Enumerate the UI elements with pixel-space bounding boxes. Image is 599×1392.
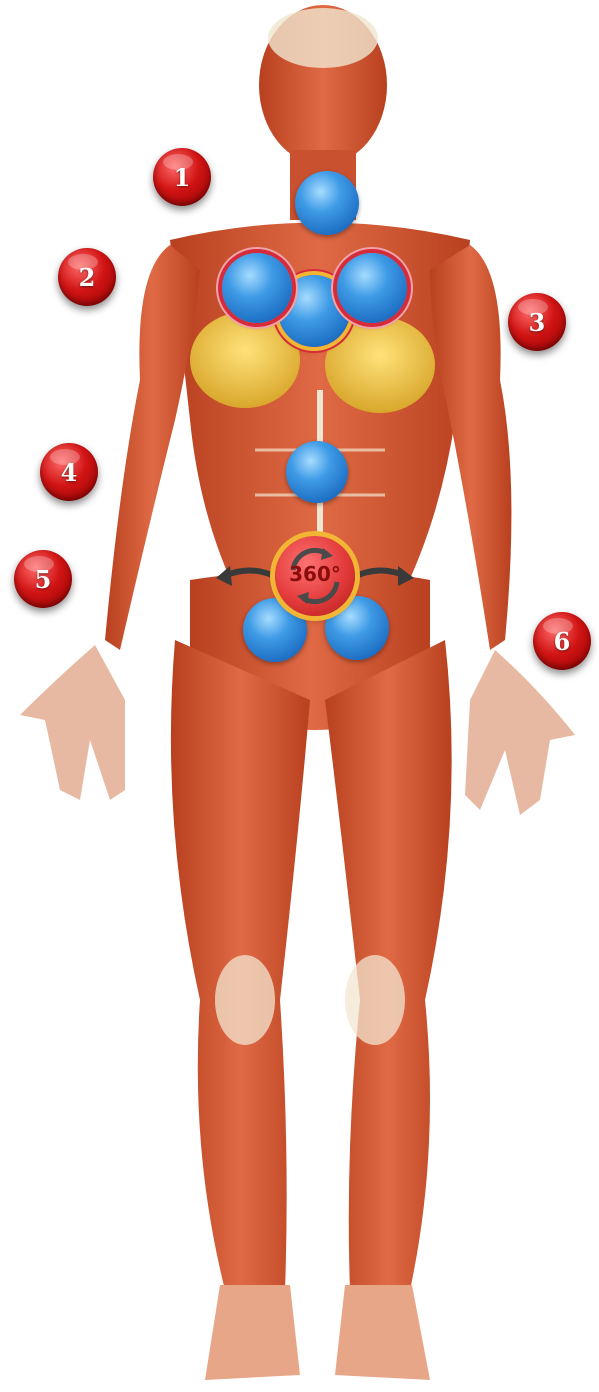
hotspot-chest-left[interactable] — [222, 253, 292, 323]
marker-2-button[interactable]: 2 — [58, 248, 116, 306]
marker-3-label: 3 — [529, 308, 546, 337]
foot-right — [335, 1285, 430, 1380]
marker-1-button[interactable]: 1 — [153, 148, 211, 206]
hand-right — [465, 650, 575, 815]
marker-5-button[interactable]: 5 — [14, 550, 72, 608]
marker-1-label: 1 — [174, 163, 191, 192]
marker-2-label: 2 — [79, 263, 96, 292]
hotspot-chest-right[interactable] — [337, 253, 407, 323]
marker-6-label: 6 — [554, 627, 571, 656]
hotspot-neck[interactable] — [295, 171, 359, 235]
hotspot-abdomen[interactable] — [286, 441, 348, 503]
marker-3-button[interactable]: 3 — [508, 293, 566, 351]
marker-4-button[interactable]: 4 — [40, 443, 98, 501]
rotate-360-label: 360° — [275, 562, 355, 586]
marker-6-button[interactable]: 6 — [533, 612, 591, 670]
hand-left — [20, 645, 125, 800]
arm-left — [105, 245, 200, 650]
marker-4-label: 4 — [61, 458, 78, 487]
foot-left — [205, 1285, 300, 1380]
marker-5-label: 5 — [35, 565, 52, 594]
rotate-360-button[interactable]: 360° — [275, 536, 355, 616]
